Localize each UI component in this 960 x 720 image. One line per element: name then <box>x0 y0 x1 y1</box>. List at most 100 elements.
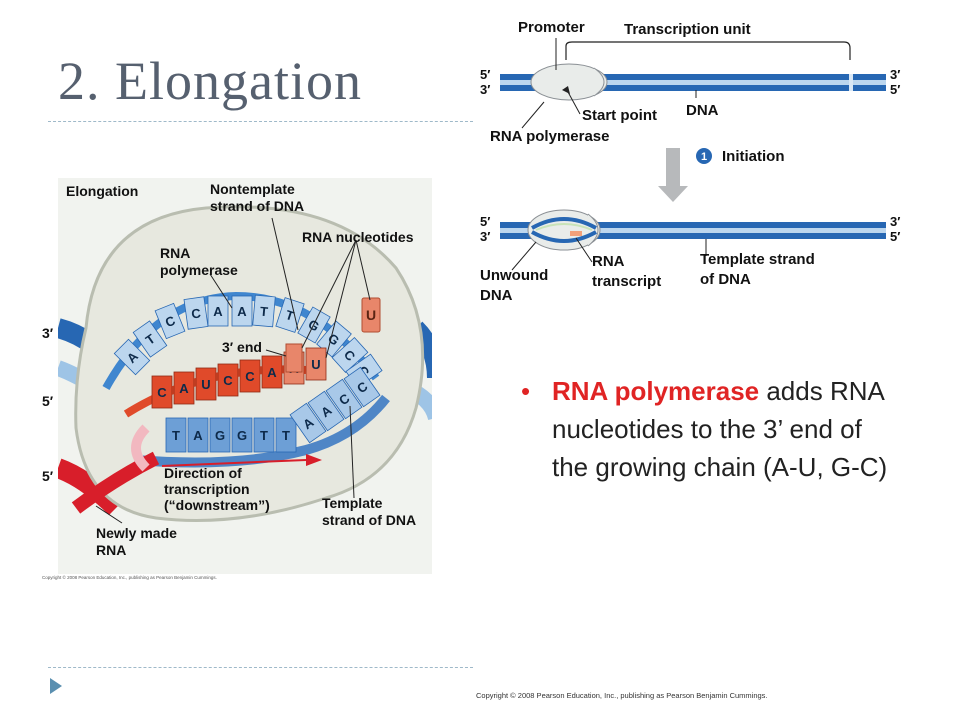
dna-double-helix-lower <box>500 222 886 239</box>
nontemplate-base: A <box>207 295 229 327</box>
figure-copyright: Copyright © 2008 Pearson Education, Inc.… <box>42 575 217 580</box>
free-nucleotide-base: U <box>366 307 376 323</box>
step-number-badge <box>696 148 712 164</box>
upper-left-top-prime: 5′ <box>480 67 490 82</box>
template-base-letter: A <box>193 428 203 443</box>
upper-left-bottom-prime: 3′ <box>480 82 490 97</box>
template-base-letter: G <box>215 428 225 443</box>
template-base-letter: G <box>237 428 247 443</box>
initiation-arrow-icon <box>658 148 688 202</box>
lower-left-bottom-prime: 3′ <box>480 229 490 244</box>
rna-base: U <box>195 367 217 401</box>
nontemplate-base: C <box>331 336 369 374</box>
rna-base-letter: C <box>157 385 167 400</box>
newly-made-rna-strand <box>71 451 160 514</box>
template-base: T <box>253 417 275 453</box>
template-base: C <box>343 366 381 408</box>
nontemplate-base-letter: A <box>237 304 247 319</box>
initiation-diagram: Promoter Transcription unit DNA Start po… <box>480 19 900 304</box>
free-nucleotide <box>361 297 381 333</box>
bullet-highlight: RNA polymerase <box>552 376 760 406</box>
title-divider <box>48 121 473 122</box>
rna-base: A <box>173 371 195 405</box>
left-five-prime-rna: 5′ <box>42 468 54 484</box>
rna-transcript-label-line2: transcript <box>592 273 661 290</box>
initiation-label: Initiation <box>722 148 785 165</box>
lower-right-top-prime: 3′ <box>890 214 900 229</box>
upper-right-top-prime: 3′ <box>890 67 900 82</box>
rna-transcript-stub <box>570 231 582 236</box>
rna-polymerase-blob-upper <box>530 63 608 101</box>
nontemplate-label-line1: Nontemplate <box>210 181 295 197</box>
next-slide-arrow-icon[interactable] <box>48 676 64 696</box>
nontemplate-base: C <box>154 302 186 340</box>
template-base: T <box>275 417 297 453</box>
rna-base-letter: C <box>223 373 233 388</box>
slide-title: 2. Elongation <box>58 51 362 111</box>
rna-base-letter: U <box>201 377 210 392</box>
rna-base-letter: A <box>267 365 277 380</box>
start-point-label: Start point <box>582 107 657 124</box>
nontemplate-strand: ATCCAATTGGCC <box>102 291 383 390</box>
template-base-letter: T <box>282 428 290 443</box>
step-number: 1 <box>701 151 707 163</box>
bullet-body: adds RNA nucleotides to the 3’ end of th… <box>552 376 888 482</box>
rna-base: C <box>151 375 173 409</box>
template-base: C <box>325 378 363 420</box>
nontemplate-base-letter: C <box>190 305 202 321</box>
direction-arrow <box>161 459 307 467</box>
bullet-point: • RNA polymerase adds RNA nucleotides to… <box>521 372 895 486</box>
rna-nucleotides-label: RNA nucleotides <box>302 229 414 245</box>
bullet-dot: • <box>521 376 531 406</box>
copyright-footer: Copyright © 2008 Pearson Education, Inc.… <box>476 691 768 700</box>
nontemplate-label-line2: strand of DNA <box>210 198 304 214</box>
nontemplate-base: T <box>275 297 305 333</box>
nontemplate-base-letter: A <box>213 304 223 319</box>
nontemplate-base: T <box>132 320 168 358</box>
left-five-prime: 5′ <box>42 393 54 409</box>
lower-left-top-prime: 5′ <box>480 214 490 229</box>
incoming-nucleotide <box>285 343 303 373</box>
bullet-text: RNA polymerase adds RNA nucleotides to t… <box>552 372 895 486</box>
template-base: A <box>187 417 209 453</box>
unwound-label-line1: Unwound <box>480 267 548 284</box>
elongation-label: Elongation <box>66 183 138 199</box>
promoter-label: Promoter <box>518 19 585 36</box>
rna-polymerase-label-line2: polymerase <box>160 262 238 278</box>
rna-base-letter: C <box>245 369 255 384</box>
newly-made-rna-label-line2: RNA <box>96 542 126 558</box>
template-base: T <box>165 417 187 453</box>
rna-base: C <box>239 359 261 393</box>
rna-base-letter: A <box>179 381 189 396</box>
template-strand-label-line1: Template strand <box>700 251 815 268</box>
template-label-line1: Template <box>322 495 383 511</box>
direction-label-line2: transcription <box>164 481 250 497</box>
template-base-letter: T <box>172 428 180 443</box>
direction-label-line1: Direction of <box>164 465 242 481</box>
rna-strand: CAUCCAAU <box>123 347 327 418</box>
template-backbone <box>135 394 390 468</box>
rna-base-letter: U <box>311 357 320 372</box>
template-label-line2: strand of DNA <box>322 512 416 528</box>
transcription-unit-label: Transcription unit <box>624 21 751 38</box>
lower-right-bottom-prime: 5′ <box>890 229 900 244</box>
left-three-prime: 3′ <box>42 325 54 341</box>
dna-label: DNA <box>686 102 719 119</box>
rna-base: U <box>305 347 327 381</box>
nontemplate-base: A <box>231 295 253 327</box>
rna-polymerase-label-line1: RNA <box>160 245 190 261</box>
template-base: G <box>209 417 231 453</box>
rna-base: A <box>261 355 283 389</box>
template-base: A <box>307 390 345 432</box>
newly-made-rna-label-line1: Newly made <box>96 525 177 541</box>
three-end-label: 3′ end <box>222 339 262 355</box>
template-base: A <box>289 402 327 444</box>
nontemplate-base-letter: T <box>259 304 268 320</box>
unwound-label-line2: DNA <box>480 287 513 304</box>
template-base: G <box>231 417 253 453</box>
footer-divider <box>48 667 473 668</box>
upper-right-bottom-prime: 5′ <box>890 82 900 97</box>
rna-polymerase-label: RNA polymerase <box>490 128 610 145</box>
